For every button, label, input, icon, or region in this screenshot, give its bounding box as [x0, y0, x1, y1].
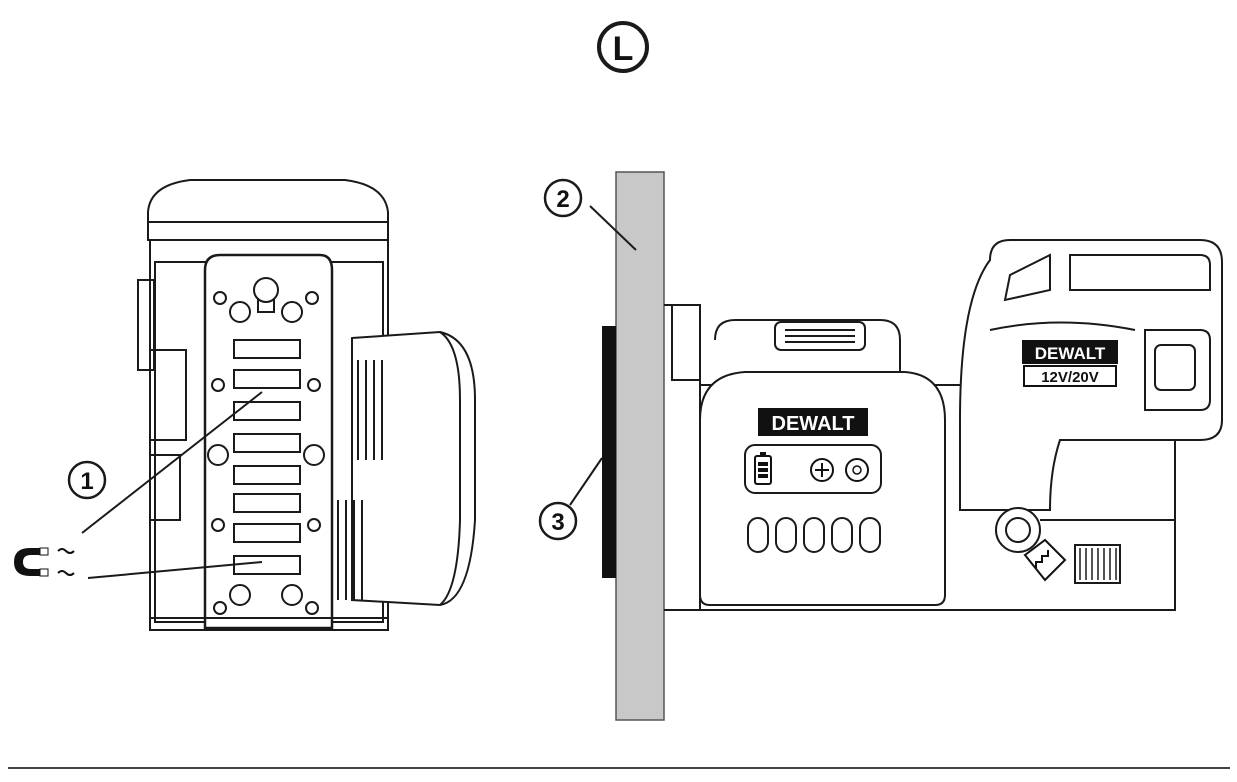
- callout-2: 2: [543, 178, 637, 251]
- button-row: [747, 517, 881, 553]
- metal-plate: [602, 326, 616, 578]
- svg-text:1: 1: [80, 468, 93, 495]
- laser-side-view: [664, 239, 1223, 611]
- callout-3: 3: [538, 457, 603, 541]
- wheel-icon: [810, 458, 834, 482]
- vent-slots: [337, 360, 383, 600]
- magnet-icon: [14, 547, 75, 577]
- stairs-icon: [1023, 538, 1067, 582]
- laser-back-view: [137, 179, 476, 631]
- brand-top-text: DEWALT: [1035, 344, 1106, 363]
- knurled-wheel: [1079, 548, 1117, 580]
- mounting-wall: [615, 171, 665, 721]
- brand-badge-side: DEWALT: [758, 408, 868, 436]
- voltage-label: 12V/20V: [1041, 369, 1099, 386]
- brand-side-text: DEWALT: [772, 413, 855, 435]
- figure-label-badge: L: [597, 21, 649, 73]
- battery-icon: [754, 452, 772, 485]
- compass-icon: [845, 458, 869, 482]
- callout-1: 1: [67, 391, 263, 579]
- bracket-screws: [207, 291, 325, 615]
- brand-badge-top: DEWALT 12V/20V: [1022, 340, 1118, 387]
- svg-text:2: 2: [556, 186, 569, 213]
- svg-text:3: 3: [551, 509, 564, 536]
- figure-letter: L: [613, 30, 634, 68]
